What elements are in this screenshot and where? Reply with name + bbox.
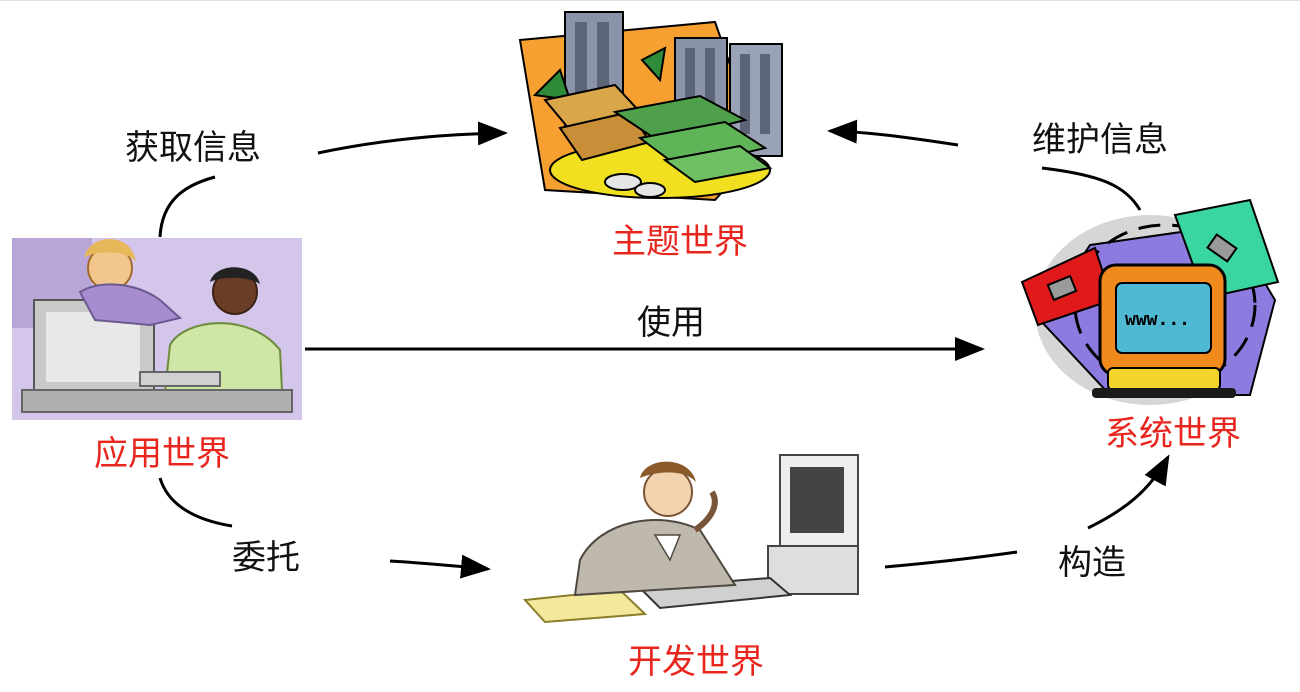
edge-label-maintain-info: 维护信息 — [1032, 120, 1168, 160]
development-world-label: 开发世界 — [628, 642, 764, 682]
top-divider — [0, 0, 1300, 1]
connector-application-to-subject-lower — [158, 175, 216, 238]
connector-application-to-development — [158, 477, 233, 528]
subject-world-label: 主题世界 — [612, 222, 748, 262]
arrow-get-info — [317, 121, 508, 155]
office-workers-illustration — [12, 238, 302, 420]
edge-label-construct: 构造 — [1058, 543, 1126, 583]
edge-label-use: 使用 — [637, 303, 705, 343]
arrow-delegate — [389, 554, 491, 579]
connector-system-to-subject-lower — [1041, 166, 1142, 211]
system-world-label: 系统世界 — [1105, 414, 1241, 454]
edge-label-delegate: 委托 — [232, 538, 300, 578]
screen-text: www... — [1125, 309, 1190, 330]
arrow-construct — [1087, 454, 1170, 530]
application-world-label: 应用世界 — [94, 434, 230, 474]
edge-label-get-info: 获取信息 — [125, 128, 261, 168]
arrow-maintain-info — [827, 119, 959, 147]
city-money-illustration — [518, 11, 783, 202]
connector-development-to-system — [884, 550, 1018, 569]
woman-at-computer-illustration — [522, 454, 859, 624]
computer-satellites-illustration: www... — [1020, 198, 1280, 405]
